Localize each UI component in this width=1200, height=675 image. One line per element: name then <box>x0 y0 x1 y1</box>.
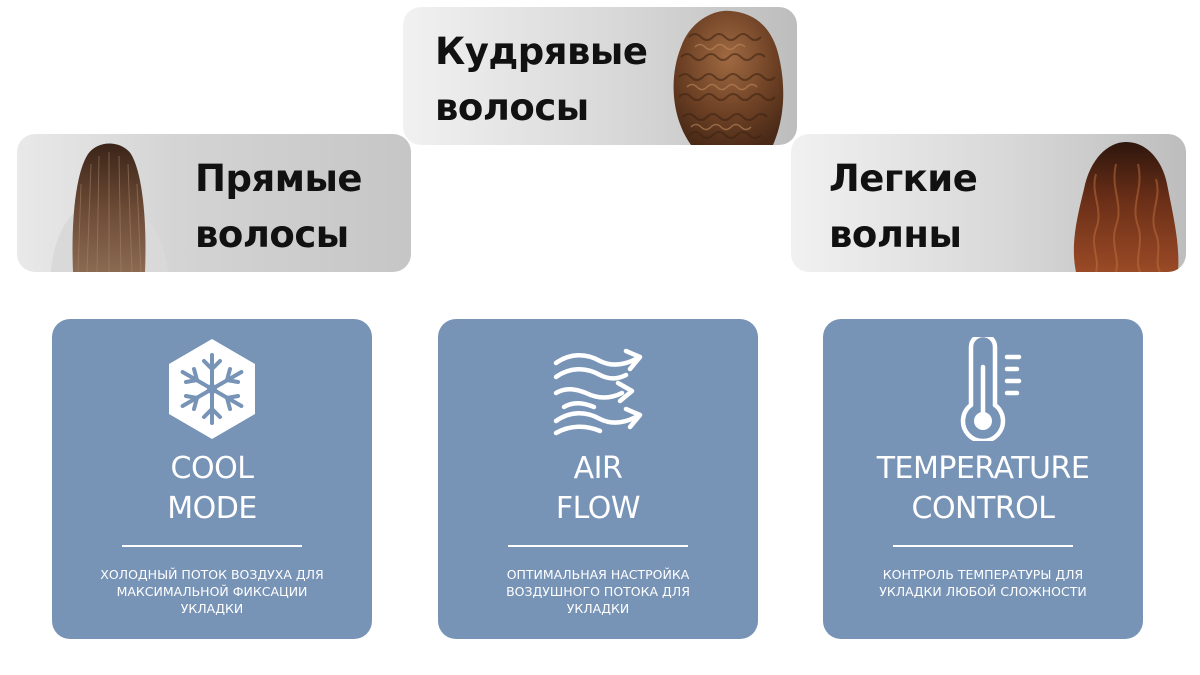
divider <box>508 545 688 547</box>
cool-mode-description: холодный поток воздуха для максимальной … <box>100 567 324 616</box>
air-flow-icon <box>553 348 643 436</box>
air-flow-description: оптимальная настройка воздушного потока … <box>506 567 690 616</box>
cool-mode-title: COOL MODE <box>167 451 257 526</box>
feature-card-cool-mode: COOL MODE холодный поток воздуха для мак… <box>52 319 372 639</box>
temperature-control-title: TEMPERATURE CONTROL <box>876 451 1090 526</box>
hair-type-straight: Прямые волосы <box>17 134 411 272</box>
straight-hair-photo <box>51 143 168 272</box>
feature-card-air-flow: AIR FLOW оптимальная настройка воздушног… <box>438 319 758 639</box>
wavy-hair-photo <box>1073 142 1179 272</box>
hair-type-straight-label: Прямые волосы <box>195 157 363 256</box>
hair-type-curly: Кудрявые волосы <box>403 7 797 145</box>
thermometer-icon <box>960 337 1022 441</box>
curly-hair-photo <box>673 10 784 145</box>
temperature-control-description: контроль температуры для укладки любой с… <box>879 567 1087 599</box>
hair-type-curly-label: Кудрявые волосы <box>435 30 648 129</box>
feature-card-temperature-control: TEMPERATURE CONTROL контроль температуры… <box>823 319 1143 639</box>
air-flow-title: AIR FLOW <box>555 451 641 526</box>
divider <box>122 545 302 547</box>
snowflake-icon <box>169 339 255 439</box>
hair-type-waves-label: Легкие волны <box>829 157 978 256</box>
hair-type-waves: Легкие волны <box>791 134 1186 272</box>
divider <box>893 545 1073 547</box>
